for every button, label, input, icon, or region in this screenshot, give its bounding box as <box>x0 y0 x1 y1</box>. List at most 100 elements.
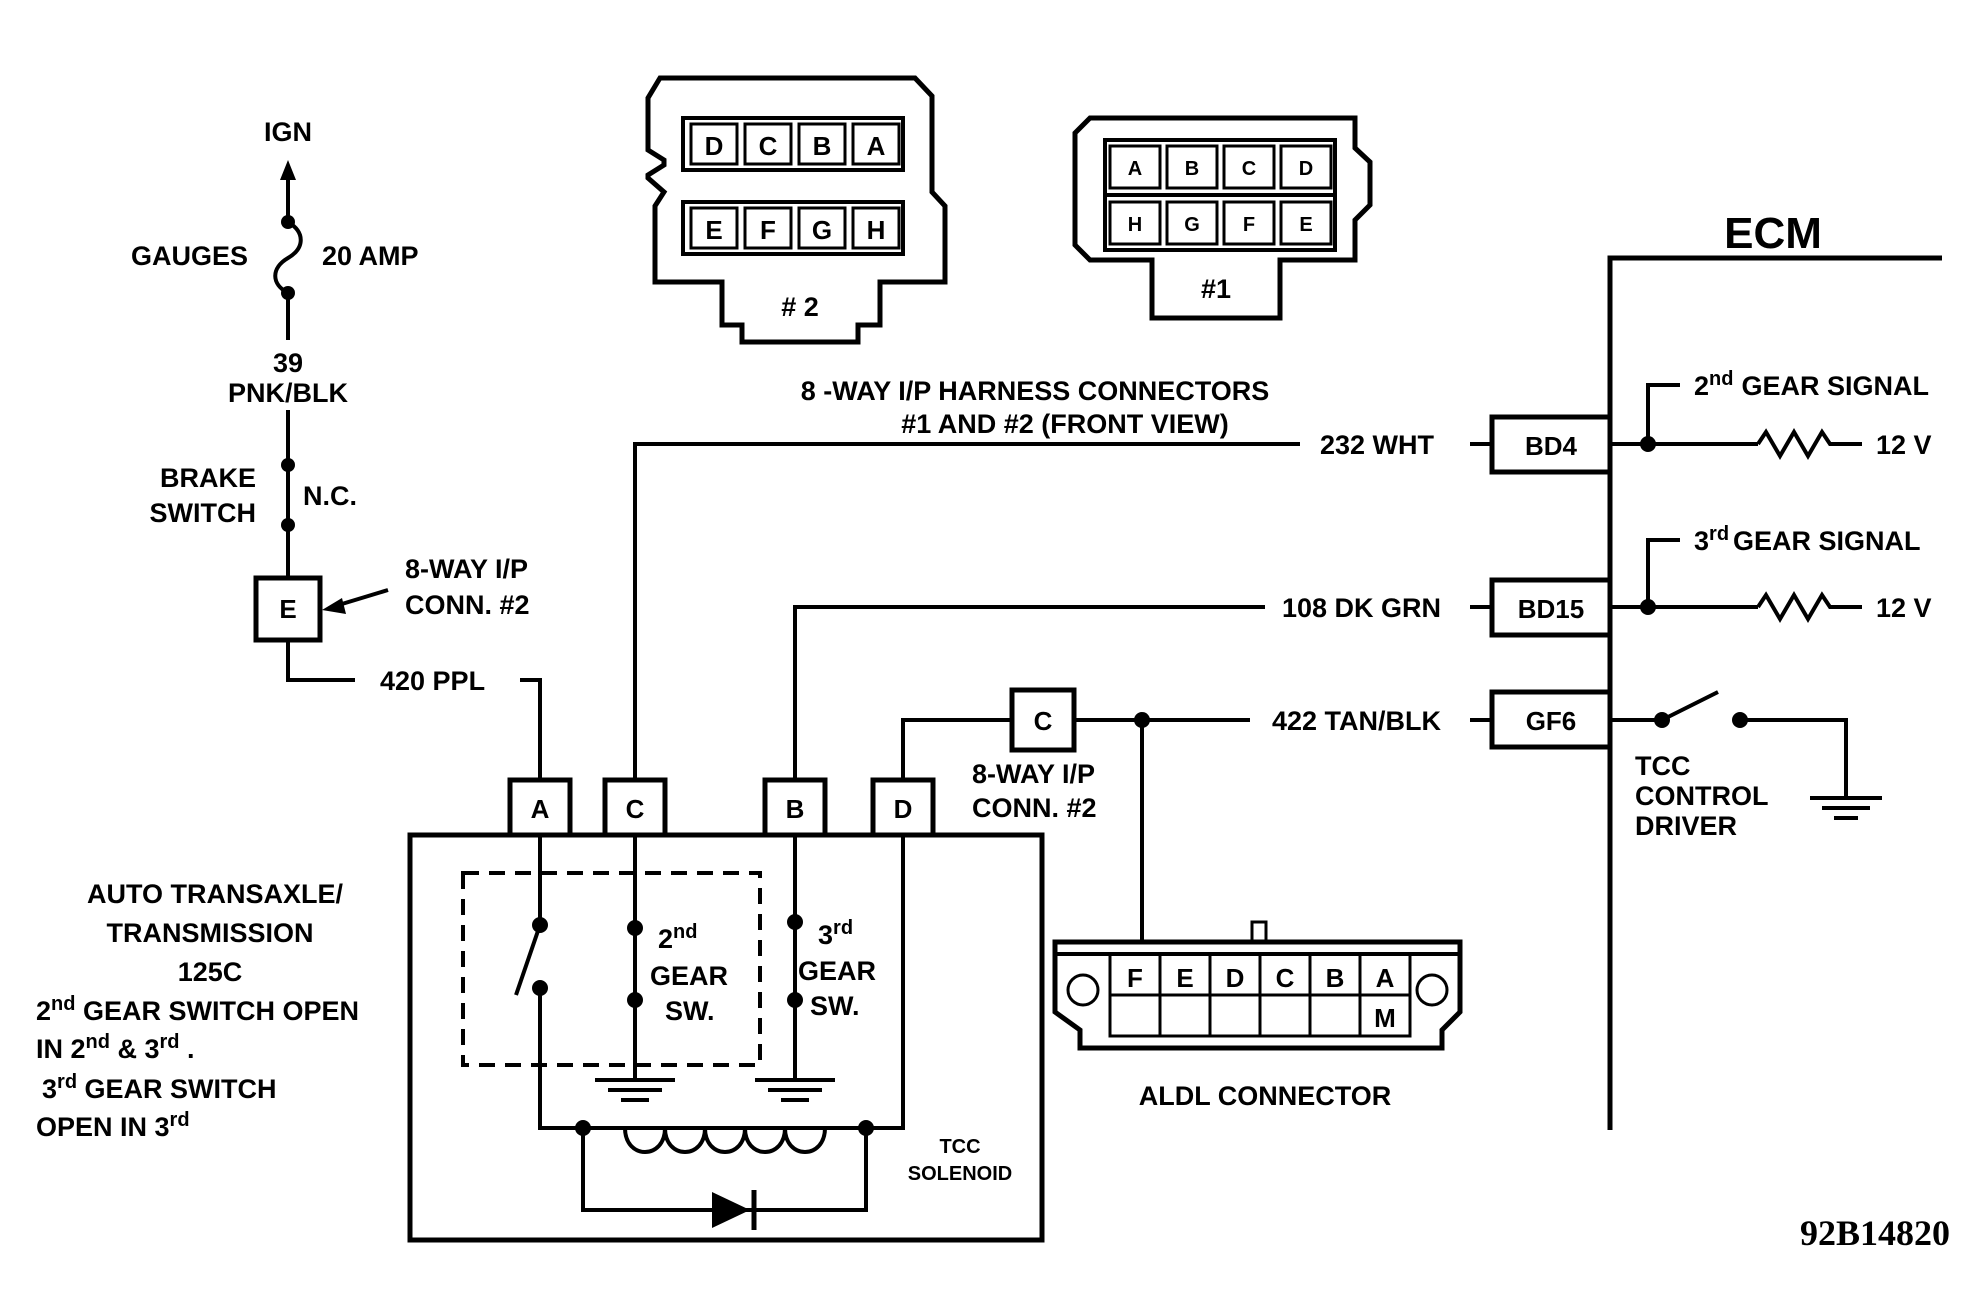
conn2-pin-label: D <box>705 131 724 161</box>
aldl-pin-label: D <box>1226 963 1245 993</box>
note-line-1: AUTO TRANSAXLE/ <box>87 879 344 909</box>
conn2-e-label-2: CONN. #2 <box>405 590 530 620</box>
conn1-top-pins: A B C D <box>1108 144 1333 190</box>
conn2-e-label-1: 8-WAY I/P <box>405 554 528 584</box>
conn2-pin-c-box <box>1009 687 1077 753</box>
aldl-pin-label: C <box>1276 963 1295 993</box>
ecm-pin-bd4-box <box>1489 414 1613 475</box>
tcc-label-3: DRIVER <box>1635 811 1737 841</box>
conn2-top-pins: D C B A <box>689 122 901 166</box>
aldl-pin-m: M <box>1374 1003 1396 1033</box>
wire-39-num: 39 <box>273 348 303 378</box>
conn1-pin-label: F <box>1243 214 1255 236</box>
switch-enclosure <box>461 871 762 1067</box>
conn2-pin-label: B <box>813 131 832 161</box>
note-line-3: 125C <box>178 957 243 987</box>
fuse-left-label: GAUGES <box>131 241 248 271</box>
note-line-2: TRANSMISSION <box>106 918 313 948</box>
conn1-pin-label: C <box>1242 158 1256 180</box>
conn2-pin-label: A <box>867 131 886 161</box>
conn2-pin-label: F <box>760 215 776 245</box>
diode-icon <box>712 1190 757 1230</box>
tcc-label-1: TCC <box>1635 751 1691 781</box>
conn2-bottom-pins: E F G H <box>689 206 901 250</box>
power-circuit: IGN GAUGES 20 AMP 39 PNK/BLK BRAKE SWITC… <box>131 117 542 798</box>
connector-1-front-view: A B C D H G F E #1 <box>1072 115 1373 321</box>
ground-icon <box>1810 796 1882 820</box>
brake-label-1: BRAKE <box>160 463 256 493</box>
conn1-bottom-pins: H G F E <box>1108 200 1333 246</box>
aldl-connector: F E D C B A M ALDL CONNECTOR <box>1052 920 1463 1111</box>
sw3-label-1: 3rd <box>818 917 853 950</box>
sw2-label-1: 2nd <box>658 921 697 954</box>
conn1-title: #1 <box>1201 274 1231 304</box>
conn2-pin-e-box <box>253 575 323 643</box>
solenoid-label-2: SOLENOID <box>908 1163 1012 1185</box>
fuse-icon <box>273 220 303 295</box>
conn1-pin-label: D <box>1299 158 1313 180</box>
ground-icon <box>595 1078 675 1102</box>
solenoid-coil-icon <box>583 1126 866 1154</box>
conn1-pin-label: H <box>1128 214 1142 236</box>
wire-39-color: PNK/BLK <box>228 378 348 408</box>
transaxle-module: A C B D 2nd GEAR SW. 3rd <box>407 777 1045 1243</box>
wire-422-label: 422 TAN/BLK <box>1272 706 1442 736</box>
ign-arrow-icon <box>280 160 296 180</box>
volt-label-1: 12 V <box>1876 430 1932 460</box>
ground-icon <box>755 1078 835 1102</box>
transaxle-notes: AUTO TRANSAXLE/ TRANSMISSION 125C 2nd GE… <box>36 879 359 1142</box>
ign-label: IGN <box>264 117 312 147</box>
resistor-icon <box>1756 428 1862 460</box>
aldl-label: ALDL CONNECTOR <box>1139 1081 1392 1111</box>
trans-pin-a-box <box>507 777 573 838</box>
conn1-pin-label: A <box>1128 158 1142 180</box>
conn1-pin-label: E <box>1299 214 1312 236</box>
conn2-c-label-2: CONN. #2 <box>972 793 1097 823</box>
trans-pin-label: D <box>894 794 913 824</box>
conn1-pin-label: G <box>1184 214 1200 236</box>
aldl-pin-label: E <box>1176 963 1193 993</box>
ecm-pin-gf6: GF6 <box>1526 706 1577 736</box>
sw2-label-3: SW. <box>665 996 715 1026</box>
note-line-6: 3rd GEAR SWITCH <box>42 1071 277 1104</box>
ecm-pin-gf6-box <box>1489 689 1613 750</box>
conn2-title: # 2 <box>781 292 819 322</box>
ecm-pin-bd4: BD4 <box>1525 431 1578 461</box>
ecm-title: ECM <box>1724 209 1822 258</box>
volt-label-2: 12 V <box>1876 593 1932 623</box>
note-line-7: OPEN IN 3rd <box>36 1109 190 1142</box>
tcc-label-2: CONTROL <box>1635 781 1768 811</box>
conn2-pin-label: G <box>812 215 832 245</box>
sw3-label-2: GEAR <box>798 956 876 986</box>
aldl-pin-label: F <box>1127 963 1143 993</box>
signal-wires: 232 WHT 108 DK GRN C 422 TAN/BLK 8-WAY I… <box>633 430 1492 955</box>
wire-232-label: 232 WHT <box>1320 430 1435 460</box>
harness-caption-1: 8 -WAY I/P HARNESS CONNECTORS <box>801 376 1270 406</box>
note-line-4: 2nd GEAR SWITCH OPEN <box>36 993 359 1026</box>
trans-pin-label: C <box>626 794 645 824</box>
sw2-label-2: GEAR <box>650 961 728 991</box>
note-line-5: IN 2nd & 3rd . <box>36 1031 195 1064</box>
aldl-pin-label: B <box>1326 963 1345 993</box>
conn1-pin-label: B <box>1185 158 1199 180</box>
conn2-pin-label: H <box>867 215 886 245</box>
conn2-pin-c: C <box>1034 706 1053 736</box>
connector-2-front-view: D C B A E F G H # 2 <box>645 75 948 345</box>
solenoid-label-1: TCC <box>939 1136 980 1158</box>
tcc-driver-switch-icon <box>1661 690 1719 722</box>
brake-state-label: N.C. <box>303 481 357 511</box>
sw3-label-3: SW. <box>810 991 860 1021</box>
resistor-icon <box>1756 591 1862 623</box>
pointer-arrow-icon <box>322 598 346 614</box>
conn2-pin-label: E <box>705 215 722 245</box>
trans-pin-label: A <box>531 794 550 824</box>
conn2-c-label-1: 8-WAY I/P <box>972 759 1095 789</box>
aldl-pin-label: A <box>1376 963 1395 993</box>
fuse-right-label: 20 AMP <box>322 241 419 271</box>
wire-420-label: 420 PPL <box>380 666 485 696</box>
brake-label-2: SWITCH <box>150 498 256 528</box>
